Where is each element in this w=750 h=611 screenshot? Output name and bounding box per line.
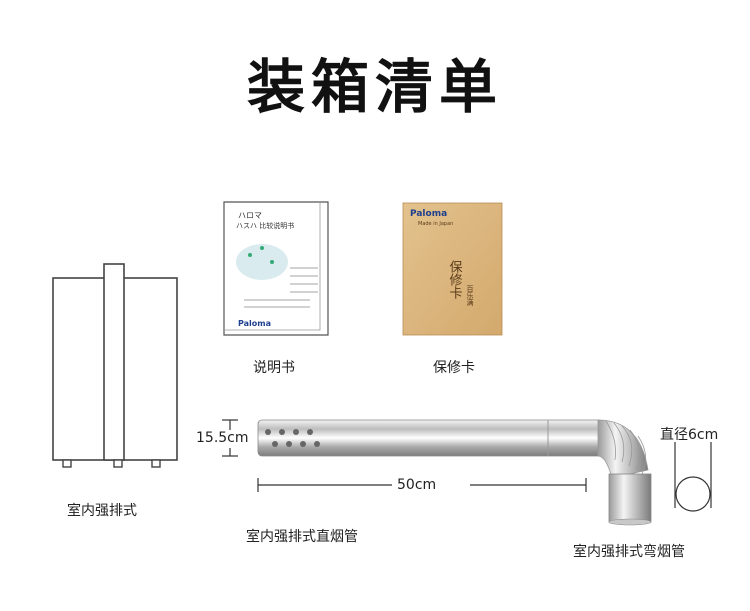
warranty-label: 保修卡 [433, 360, 475, 376]
elbow-diameter-dimension: 直径6cm [660, 427, 719, 443]
manual-cover-line-2: ハスハ 比较说明书 [236, 221, 294, 230]
warranty-tagline: Made in Japan [418, 221, 453, 227]
manual-brand: Paloma [238, 319, 271, 328]
straight-pipe-drawing [257, 419, 652, 526]
warranty-card-text: 保修卡 [447, 260, 463, 299]
page-title: 装箱清单 [246, 53, 503, 121]
warranty-drawing: Paloma Made in Japan 保修卡 百乐满 [402, 202, 503, 336]
pipe-length-dimension: 50cm [397, 477, 437, 493]
manual-label: 说明书 [253, 360, 295, 376]
manual-drawing: ハロマ ハスハ 比较说明书 Paloma [223, 201, 329, 336]
warranty-brand: Paloma [410, 209, 447, 219]
straight-pipe-label: 室内强排式直烟管 [246, 529, 358, 545]
dimension-lines [222, 419, 712, 512]
elbow-pipe-label: 室内强排式弯烟管 [573, 544, 685, 560]
pipe-diameter-dimension: 15.5cm [196, 430, 249, 446]
manual-cover-line-1: ハロマ [238, 211, 262, 220]
warranty-card-sub: 百乐满 [466, 285, 474, 307]
heater-drawing [52, 263, 178, 468]
heater-label: 室内强排式 [67, 503, 137, 519]
